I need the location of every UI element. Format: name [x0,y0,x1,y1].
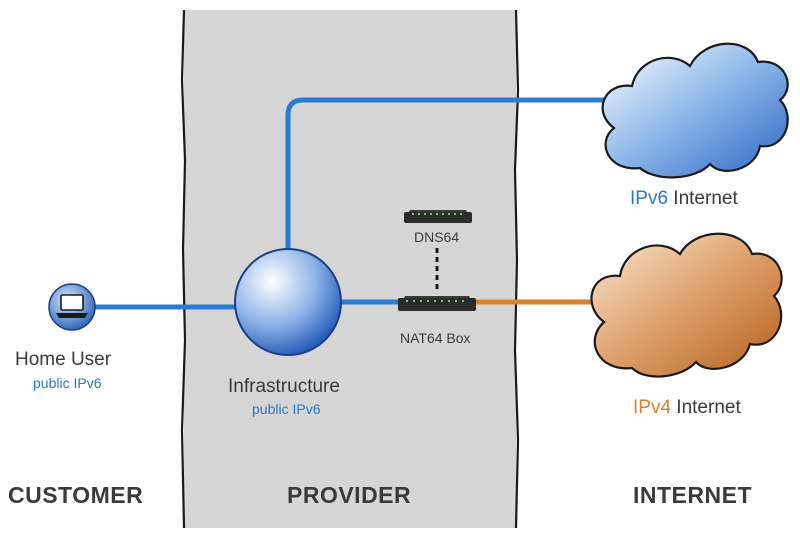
ipv6-internet-prefix: IPv6 [630,188,669,209]
internet-section-label: INTERNET [633,482,752,508]
router-icon [404,210,472,223]
home-user-label: Home User [15,349,112,370]
router-icon [398,296,476,311]
ipv4-internet-prefix: IPv4 [633,397,672,418]
cloud-icon [590,232,783,378]
customer-section-label: CUSTOMER [8,482,144,508]
ipv4-internet-suffix: Internet [671,397,741,418]
nat64-label: NAT64 Box [400,330,471,346]
dns64-label: DNS64 [414,229,460,245]
provider-zone [180,9,520,529]
provider-section-label: PROVIDER [287,482,412,508]
home-user-address-type: public IPv6 [33,375,102,391]
ipv6-internet-suffix: Internet [668,188,738,209]
infrastructure-address-type: public IPv6 [252,401,321,417]
cloud-icon [601,42,789,179]
ipv6-link-infra-to-ipv6-internet [285,97,615,258]
ipv6-internet-label: IPv6 Internet [630,188,738,210]
infrastructure-label: Infrastructure [228,376,340,397]
laptop-icon [48,283,96,331]
ipv4-internet-label: IPv4 Internet [633,397,741,419]
globe-node-icon [234,248,342,356]
